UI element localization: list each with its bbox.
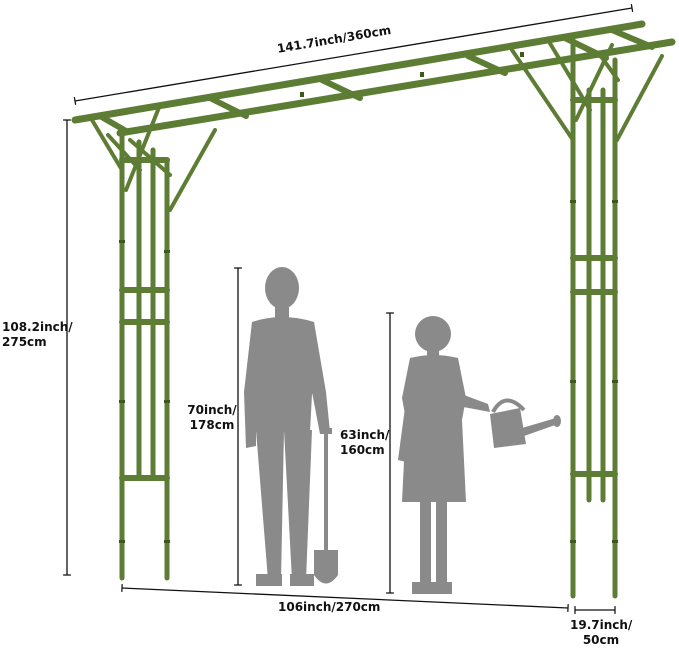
woman-silhouette [398,316,490,594]
label-woman-line2: 160cm [340,443,385,457]
right-side-panel [510,37,664,599]
frame-joints [119,52,618,543]
label-height-line2: 275cm [2,335,47,349]
label-woman-line1: 63inch/ [340,428,390,442]
label-man-height: 70inch/ 178cm [184,403,240,433]
label-height-line1: 108.2inch/ [2,320,73,334]
label-woman-height: 63inch/ 160cm [340,428,389,458]
dim-line-bottom-width [121,584,569,612]
label-depth-line2: 50cm [582,633,620,647]
label-bottom-width: 106inch/270cm [278,600,381,614]
dimension-lines [63,4,634,614]
shovel-icon [314,428,338,584]
left-side-panel [90,103,217,581]
label-depth-line1: 19.7inch/ [570,618,633,632]
garden-arch-frame [71,20,676,599]
top-cross-bars [97,27,655,134]
man-silhouette [244,267,330,586]
label-height: 108.2inch/ 275cm [2,320,73,350]
label-depth: 19.7inch/ 50cm [570,618,632,648]
label-man-line1: 70inch/ [187,403,237,417]
watering-can-icon [490,398,561,448]
label-man-line2: 178cm [189,418,235,432]
dim-line-top-width [73,4,634,105]
